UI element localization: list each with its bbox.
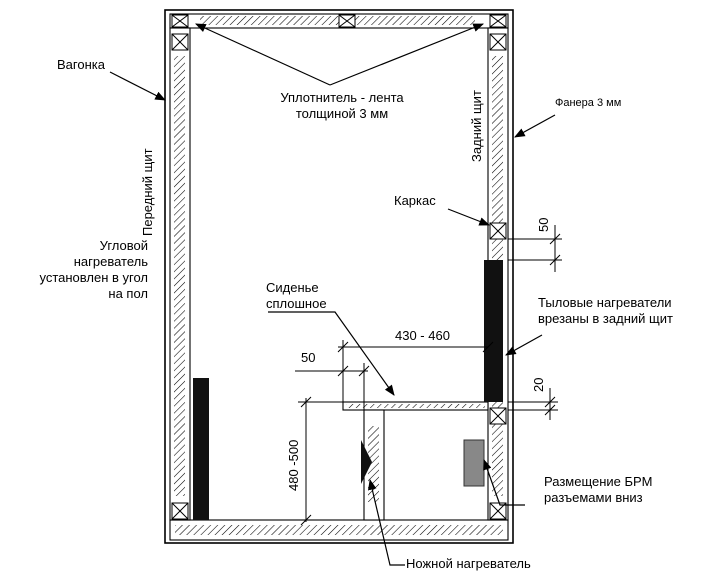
corner-heater-label-line3: установлен в угол: [39, 270, 148, 285]
rear-heaters-label-line2: врезаны в задний щит: [538, 311, 673, 326]
rear-heaters-label-line1: Тыловые нагреватели: [538, 295, 672, 310]
dim-480-500: 480 -500: [286, 439, 301, 491]
vagonka-label: Вагонка: [57, 57, 105, 72]
cabin-outer-outline: [164, 9, 514, 544]
dim-20: 20: [531, 377, 546, 392]
frame-label: Каркас: [394, 193, 436, 208]
front-panel-lining: [174, 56, 185, 496]
sealant-label: Уплотнитель - лента толщиной 3 мм: [258, 90, 426, 122]
rear-heater: [484, 260, 503, 402]
brm-label-line2: разъемами вниз: [544, 490, 643, 505]
seat-label-line2: сплошное: [266, 296, 327, 311]
sealant-label-line2: толщиной 3 мм: [295, 106, 389, 121]
dim-430-460: 430 - 460: [395, 328, 450, 343]
dimension-lines: [295, 225, 562, 526]
corner-heater: [193, 378, 209, 520]
sealant-label-line1: Уплотнитель - лента: [280, 90, 404, 105]
corner-heater-label-line4: на пол: [108, 286, 148, 301]
plywood-label: Фанера 3 мм: [555, 97, 622, 109]
corner-heater-label: Угловой нагреватель установлен в угол на…: [8, 238, 148, 302]
brm-label-line1: Размещение БРМ: [544, 474, 653, 489]
top-lining-strip: [200, 16, 475, 25]
front-panel-label: Передний щит: [140, 148, 155, 236]
back-panel-label: Задний щит: [469, 90, 484, 162]
corner-heater-label-line2: нагреватель: [73, 254, 148, 269]
rear-heaters-label: Тыловые нагреватели врезаны в задний щит: [538, 295, 673, 327]
seat-support-lining: [368, 426, 379, 502]
leader-lines: [109, 23, 556, 566]
corner-heater-label-line1: Угловой: [99, 238, 148, 253]
brm-unit: [463, 439, 485, 487]
dim-50-top: 50: [536, 217, 551, 232]
seat-label: Сиденье сплошное: [266, 280, 327, 312]
bottom-lining-strip: [175, 525, 503, 535]
brm-label: Размещение БРМ разъемами вниз: [544, 474, 652, 506]
foot-heater-label: Ножной нагреватель: [406, 556, 531, 571]
seat-label-line1: Сиденье: [266, 280, 319, 295]
foot-heater: [361, 440, 372, 484]
seat-board-lining: [346, 404, 485, 408]
dim-50-seat: 50: [301, 350, 316, 365]
